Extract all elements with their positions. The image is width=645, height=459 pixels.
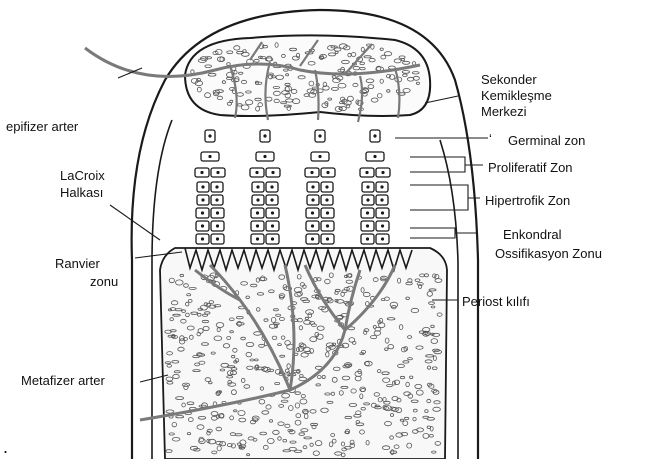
chondrocyte-nucleus [311, 211, 314, 214]
label-germinal-mark: ‘ [489, 131, 492, 146]
chondrocyte-nucleus [381, 224, 384, 227]
chondrocyte-nucleus [365, 171, 368, 174]
chondrocyte-nucleus [326, 171, 329, 174]
chondrocyte-nucleus [208, 155, 211, 158]
chondrocyte-nucleus [366, 224, 369, 227]
chondrocyte-nucleus [325, 198, 328, 201]
label-germinal-zone: Germinal zon [508, 133, 585, 148]
label-secondary-center-line3: Merkezi [481, 104, 527, 119]
chondrocyte-nucleus [256, 198, 259, 201]
chondrocyte-nucleus [326, 211, 329, 214]
chondrocyte-nucleus [201, 211, 204, 214]
chondrocyte-nucleus [201, 224, 204, 227]
chondrocyte-nucleus [216, 171, 219, 174]
chondrocyte-nucleus [366, 185, 369, 188]
label-ranvier-line1: Ranvier [55, 256, 100, 271]
chondrocyte-nucleus [326, 237, 329, 240]
chondrocyte-nucleus [381, 171, 384, 174]
chondrocyte-nucleus [200, 171, 203, 174]
chondrocyte-nucleus [263, 134, 266, 137]
label-enchondral-line1: Enkondral [503, 227, 562, 242]
chondrocyte-nucleus [326, 224, 329, 227]
chondrocyte-nucleus [381, 237, 384, 240]
label-metaphyseal-artery: Metafizer arter [21, 373, 105, 388]
chondrocyte-nucleus [270, 185, 273, 188]
label-secondary-center-line1: Sekonder [481, 72, 537, 87]
chondrocyte-nucleus [271, 211, 274, 214]
chondrocyte-nucleus [373, 155, 376, 158]
chondrocyte-nucleus [380, 198, 383, 201]
chondrocyte-nucleus [373, 134, 376, 137]
label-ranvier-line2: zonu [90, 274, 118, 289]
chondrocyte-nucleus [311, 185, 314, 188]
chondrocyte-nucleus [271, 224, 274, 227]
chondrocyte-nucleus [216, 237, 219, 240]
chondrocyte-nucleus [216, 224, 219, 227]
label-periosteal-sleeve: Periost kılıfı [462, 294, 530, 309]
chondrocyte-nucleus [366, 198, 369, 201]
chondrocyte-nucleus [216, 211, 219, 214]
chondrocyte-nucleus [201, 185, 204, 188]
chondrocyte-nucleus [325, 185, 328, 188]
chondrocyte-nucleus [201, 237, 204, 240]
label-hypertrophic-zone: Hipertrofik Zon [485, 193, 570, 208]
chondrocyte-nucleus [271, 237, 274, 240]
chondrocyte-nucleus [215, 185, 218, 188]
chondrocyte-nucleus [215, 198, 218, 201]
chondrocyte-nucleus [311, 237, 314, 240]
chondrocyte-nucleus [256, 211, 259, 214]
chondrocyte-nucleus [366, 211, 369, 214]
chondrocyte-nucleus [318, 155, 321, 158]
chondrocyte-nucleus [256, 185, 259, 188]
label-lacroix-line2: Halkası [60, 185, 103, 200]
label-epiphyseal-artery: epifizer arter [6, 119, 78, 134]
chondrocyte-nucleus [201, 198, 204, 201]
corner-mark: . [3, 440, 8, 455]
chondrocyte-nucleus [311, 224, 314, 227]
label-secondary-center-line2: Kemikleşme [481, 88, 552, 103]
chondrocyte-nucleus [270, 198, 273, 201]
chondrocyte-nucleus [380, 185, 383, 188]
chondrocyte-nucleus [311, 198, 314, 201]
chondrocyte-nucleus [310, 171, 313, 174]
chondrocyte-nucleus [381, 211, 384, 214]
chondrocyte-nucleus [255, 171, 258, 174]
label-lacroix-line1: LaCroix [60, 168, 105, 183]
chondrocyte-nucleus [263, 155, 266, 158]
secondary-ossification-center [185, 35, 430, 116]
chondrocyte-nucleus [256, 224, 259, 227]
chondrocyte-nucleus [256, 237, 259, 240]
chondrocyte-nucleus [208, 134, 211, 137]
chondrocyte-nucleus [271, 171, 274, 174]
chondrocyte-nucleus [318, 134, 321, 137]
label-proliferative-zone: Proliferatif Zon [488, 160, 573, 175]
label-enchondral-line2: Ossifikasyon Zonu [495, 246, 602, 261]
chondrocyte-columns [195, 130, 390, 244]
chondrocyte-nucleus [366, 237, 369, 240]
